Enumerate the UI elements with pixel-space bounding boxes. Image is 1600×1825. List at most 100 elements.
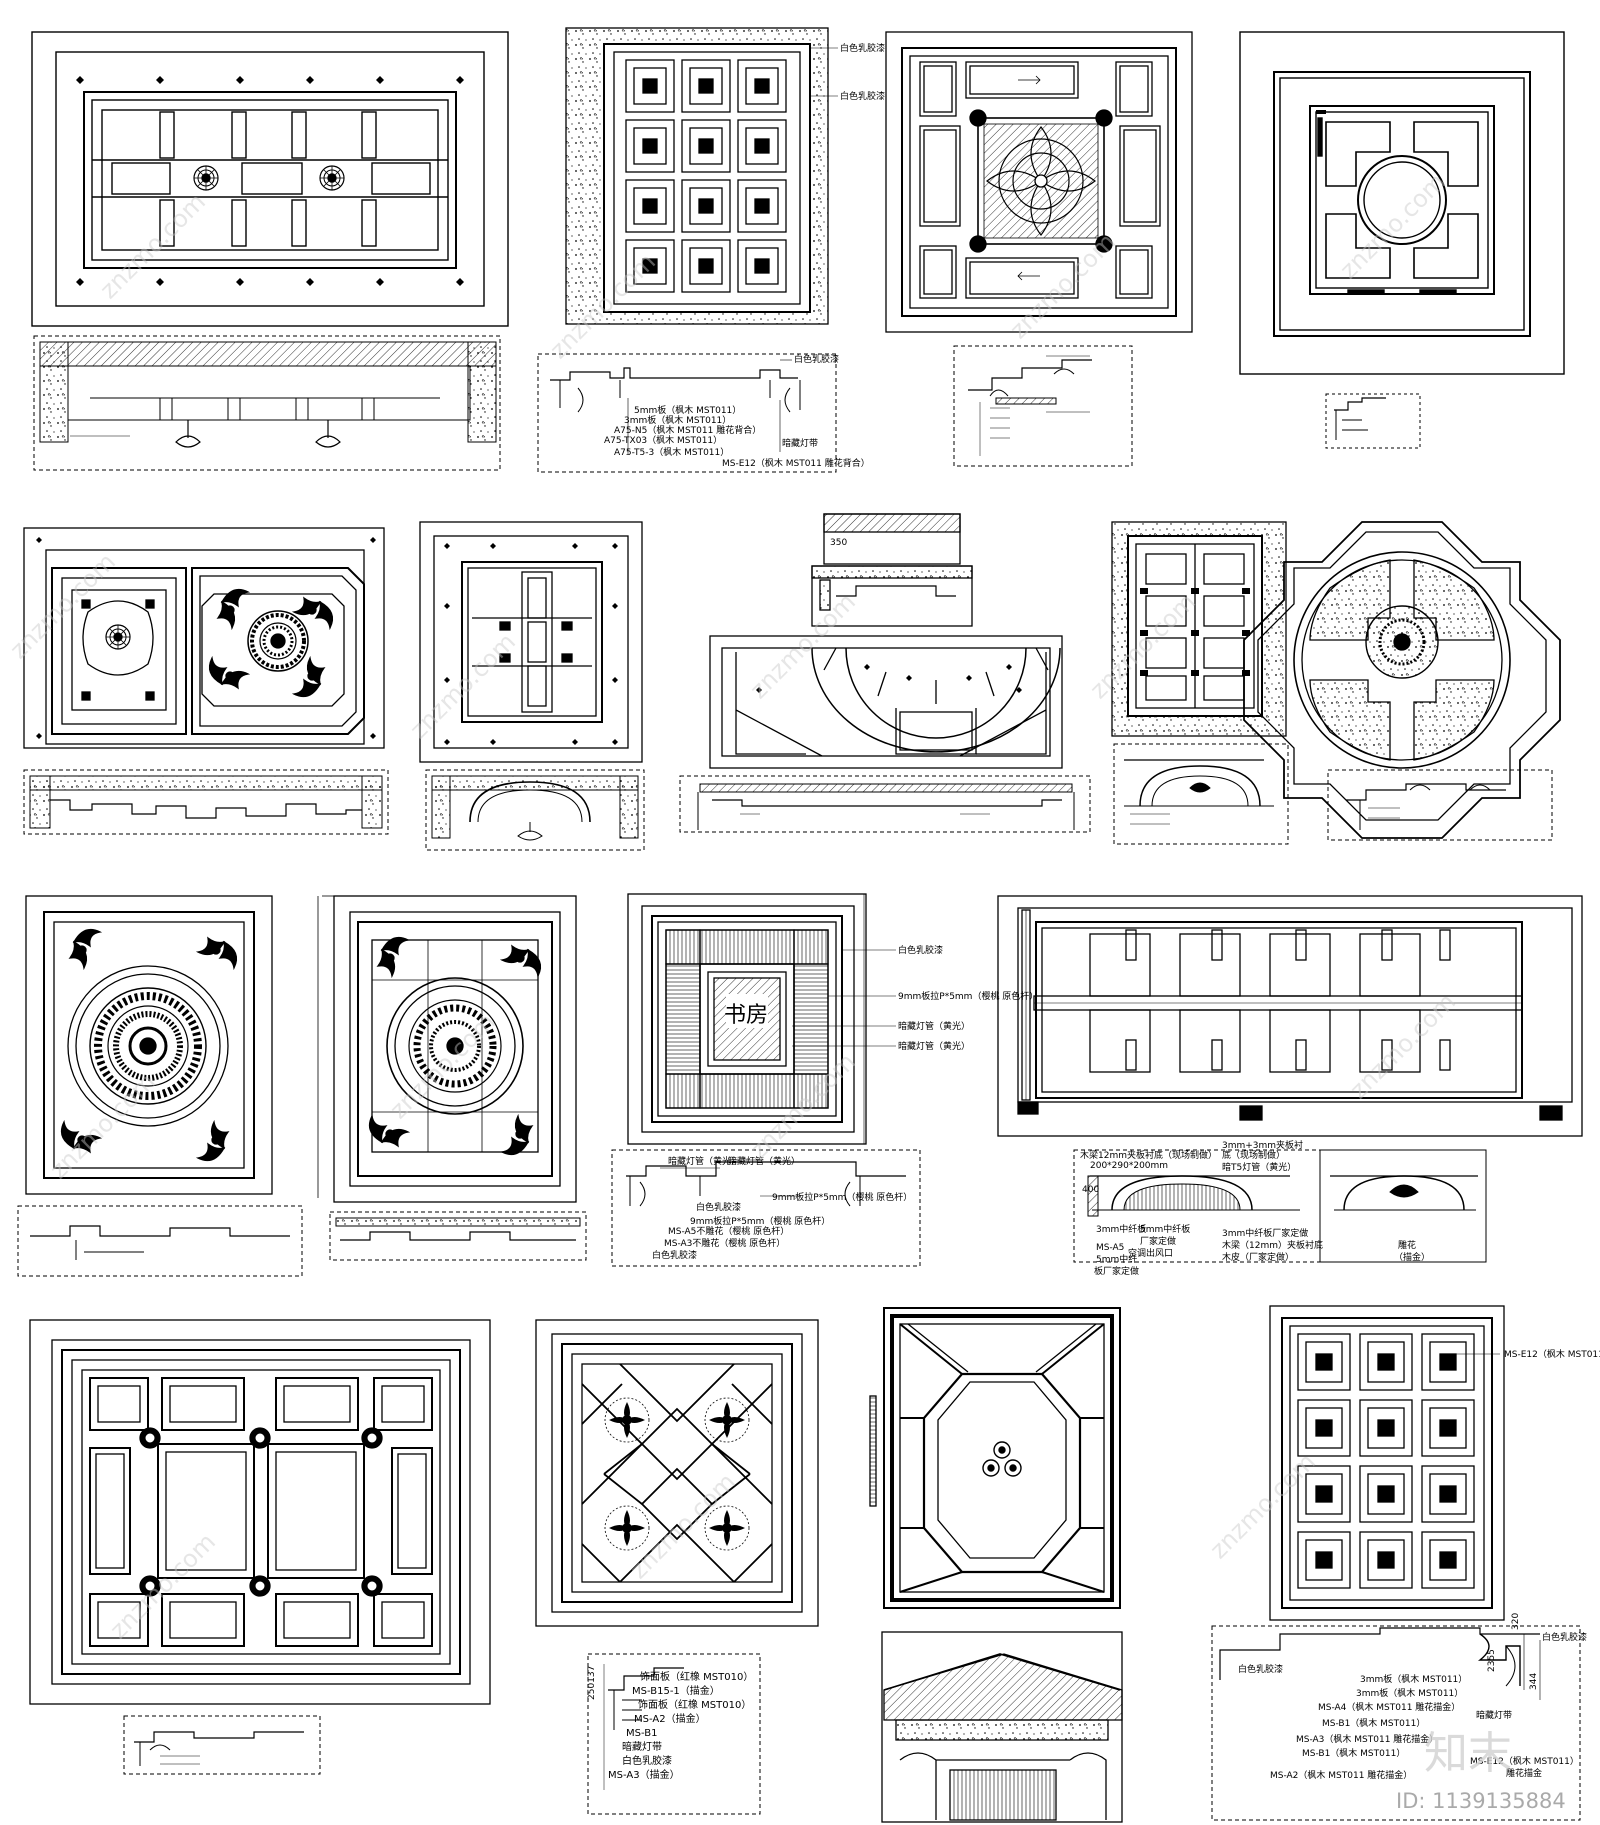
panel-15-section — [587, 1653, 761, 1815]
label-p21-i: MS-A2（枫木 MST011 雕花描金） — [1270, 1769, 1412, 1781]
watermark-text: znzmo.com — [1334, 168, 1451, 285]
panel-4-section — [1325, 393, 1421, 449]
label-p16-l: 板厂家定做 — [1094, 1265, 1139, 1277]
label-p16-n: 木梁（12mm）夹板衬底 — [1222, 1239, 1323, 1251]
label-p16-f: 5mm中纤板 — [1140, 1223, 1190, 1235]
label-p16-k: 5mm中纤 — [1096, 1253, 1137, 1265]
panel-17-coffer-grid — [1269, 1305, 1505, 1621]
panel-13-beam-ceiling — [997, 895, 1583, 1137]
label-p14-g: 9mm板拉P*5mm（樱桃 原色杆） — [772, 1191, 912, 1203]
panel-7-fan-ceiling — [709, 513, 1063, 769]
panel-3-section — [953, 345, 1133, 467]
watermark-text: znzmo.com — [1204, 1448, 1321, 1565]
label-p19-f: 暗藏灯带 — [622, 1740, 662, 1753]
study-room-label: 书房 — [724, 1003, 768, 1028]
dim-2355: 2355 — [1487, 1649, 1497, 1672]
label-p16-c: 3mm+3mm夹板衬 — [1222, 1139, 1303, 1151]
brand-watermark: 知末 — [1424, 1728, 1512, 1779]
label-p21-a: MS-E12（枫木 MST011） — [1504, 1348, 1600, 1360]
label-p16-q: （描金） — [1394, 1251, 1430, 1263]
label-p21-l: MS-E12（枫木 MST011） — [1470, 1755, 1579, 1767]
label-p16-e: 暗T5灯管（黄光） — [1222, 1161, 1296, 1173]
label-p16-m: 3mm中纤板厂家定做 — [1222, 1227, 1308, 1239]
label-p16-i: 3mm中纤板 — [1096, 1223, 1146, 1235]
dim-320: 320 — [1511, 1613, 1521, 1630]
panel-4-circle-cross — [1239, 31, 1565, 375]
panel-14-large-coffer — [29, 1319, 491, 1705]
label-p21-e: MS-A4（枫木 MST011 雕花描金） — [1318, 1701, 1460, 1713]
label-p21-g: MS-A3（枫木 MST011 雕花描金） — [1296, 1733, 1438, 1745]
watermark-text: znzmo.com — [744, 588, 861, 705]
label-p19-h: MS-A3（描金） — [608, 1768, 680, 1781]
panel-8-speckled-grid — [1111, 521, 1287, 737]
label-p14-c: 暗藏灯管（黄光） — [898, 1020, 970, 1032]
label-p19-g: 白色乳胶漆 — [622, 1754, 672, 1767]
label-p16-o: 木皮（厂家定做） — [1222, 1251, 1294, 1263]
label-p21-m: 雕花描金 — [1506, 1767, 1542, 1779]
label-p16-d: 底（现场制做） — [1222, 1149, 1285, 1161]
label-p16-j: MS-A5 — [1096, 1243, 1124, 1253]
label-p16-h: 空调出风口 — [1128, 1247, 1173, 1259]
panel-14-section — [123, 1715, 321, 1775]
panel-1-section — [33, 335, 501, 471]
panel-9-octagon — [1243, 521, 1561, 839]
label-p16-b: 200*290*200mm — [1090, 1161, 1168, 1171]
label-p2-g: A75-TX03（枫木 MST011） — [604, 434, 722, 446]
label-p19-b: MS-B15-1（描金） — [632, 1684, 720, 1697]
label-p19-d: MS-A2（描金） — [634, 1712, 706, 1725]
panel-12-section — [611, 1149, 921, 1267]
panel-7-section — [679, 775, 1091, 833]
label-p14-i: 9mm板拉P*5mm（樱桃 原色杆） — [690, 1215, 830, 1227]
panel-17-section — [1211, 1625, 1581, 1821]
panel-2-section — [537, 353, 837, 473]
panel-5-two-room — [23, 527, 385, 749]
label-p14-d: 暗藏灯管（黄光） — [898, 1040, 970, 1052]
panel-8-section — [1113, 743, 1289, 845]
label-p16-a: 木梁12mm夹板衬底（现场制做） — [1080, 1149, 1217, 1161]
panel-3-ornament-square — [885, 31, 1193, 333]
label-p21-c: 3mm板（枫木 MST011） — [1360, 1673, 1467, 1685]
label-p2-j: MS-E12（枫木 MST011 雕花背合） — [722, 457, 870, 469]
label-p16-g: 厂家定做 — [1140, 1235, 1176, 1247]
label-p14-l: 白色乳胶漆 — [652, 1249, 697, 1261]
label-p14-a: 白色乳胶漆 — [898, 944, 943, 956]
panel-6-section — [425, 769, 645, 851]
panel-11-section — [329, 1211, 587, 1261]
label-p2-d: 5mm板（枫木 MST011） — [634, 404, 741, 416]
panel-15-diamond-lattice — [535, 1319, 819, 1627]
dim-400: 400 — [1082, 1185, 1099, 1195]
label-p21-d: 3mm板（枫木 MST011） — [1356, 1687, 1463, 1699]
panel-6-square-grid — [419, 521, 643, 763]
panel-11-dim-square — [317, 895, 577, 1203]
label-p14-j: MS-A5不雕花（樱桃 原色杆） — [668, 1225, 789, 1237]
label-p21-f: MS-B1（枫木 MST011） — [1322, 1717, 1425, 1729]
label-p2-c: 白色乳胶漆 — [794, 353, 839, 365]
panel-12-study-ceiling — [627, 893, 896, 1145]
panel-16-octagon-frame — [869, 1307, 1121, 1609]
watermark-text: znzmo.com — [4, 548, 121, 665]
label-p14-b: 9mm板拉P*5mm（樱桃 原色杆） — [898, 990, 1038, 1002]
label-p21-h: MS-B1（枫木 MST011） — [1302, 1747, 1405, 1759]
panel-13-sections — [1073, 1149, 1487, 1263]
label-p19-c: 饰面板（红橡 MST010） — [638, 1698, 751, 1711]
label-p2-f: A75-N5（枫木 MST011 雕花背合） — [614, 424, 761, 436]
label-p19-e: MS-B1 — [626, 1728, 657, 1739]
label-p2-e: 3mm板（枫木 MST011） — [624, 414, 731, 426]
label-p19-a: 饰面板（红橡 MST010） — [640, 1670, 753, 1683]
label-p21-k: 暗藏灯带 — [1476, 1709, 1512, 1721]
label-p21-b: 白色乳胶漆 — [1542, 1631, 1587, 1643]
label-p21-j: 白色乳胶漆 — [1238, 1663, 1283, 1675]
label-p14-f: 暗藏灯管（黄光） — [728, 1155, 800, 1167]
label-p2-h: A75-T5-3（枫木 MST011） — [614, 446, 729, 458]
panel-1-rect-ceiling — [31, 31, 509, 327]
panel-5-section — [23, 769, 389, 835]
label-p14-k: MS-A3不雕花（樱桃 原色杆） — [664, 1237, 785, 1249]
label-p14-h: 白色乳胶漆 — [696, 1201, 741, 1213]
panel-2-coffer-grid — [565, 27, 838, 325]
image-id: ID: 1139135884 — [1396, 1789, 1566, 1813]
label-p2-i: 暗藏灯带 — [782, 437, 818, 449]
watermark-text: znzmo.com — [384, 1008, 501, 1125]
dim-250137: 250137 — [587, 1666, 597, 1700]
panel-10-section — [17, 1205, 303, 1277]
panel-9-section — [1327, 769, 1553, 841]
